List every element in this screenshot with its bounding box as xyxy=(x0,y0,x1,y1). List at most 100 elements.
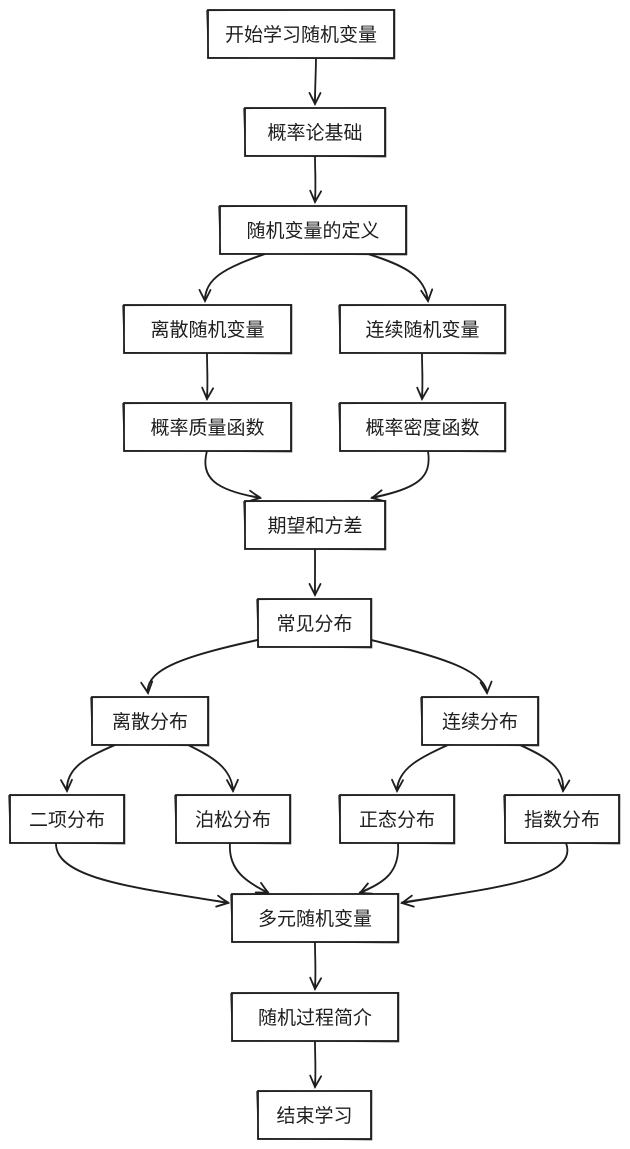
node-binomial: 二项分布 xyxy=(8,794,126,845)
edge-start-to-prob_basics xyxy=(308,56,322,107)
arrowhead-sketch xyxy=(140,681,153,694)
node-prob-basics: 概率论基础 xyxy=(243,107,387,158)
node-label: 正态分布 xyxy=(359,809,435,831)
arrowhead-sketch xyxy=(226,779,239,792)
edge-pdf-to-exp_var xyxy=(370,449,430,502)
edge-common_dist-to-continuous_dist xyxy=(370,638,493,695)
edge-exponential-to-multi_rv xyxy=(400,841,569,908)
edge-line-sketch xyxy=(420,351,424,399)
edge-line-sketch xyxy=(146,638,259,693)
edge-line-sketch xyxy=(187,743,233,791)
node-box-sketch xyxy=(256,1090,373,1141)
node-pmf: 概率质量函数 xyxy=(122,402,293,453)
edge-line-sketch xyxy=(519,743,564,791)
edge-continuous_rv-to-pdf xyxy=(416,351,429,402)
node-label: 开始学习随机变量 xyxy=(225,24,377,46)
node-stoch-proc: 随机过程简介 xyxy=(230,992,400,1043)
arrowhead-sketch xyxy=(420,289,433,302)
arrowhead-sketch xyxy=(198,289,211,302)
node-discrete-rv: 离散随机变量 xyxy=(122,304,293,355)
node-box-sketch xyxy=(122,304,293,355)
edge-discrete_rv-to-pmf xyxy=(201,351,214,402)
node-label: 离散随机变量 xyxy=(150,319,264,341)
arrowhead-sketch xyxy=(371,489,385,502)
edge-line-sketch xyxy=(395,743,449,791)
node-continuous-dist: 连续分布 xyxy=(420,696,540,747)
node-poisson: 泊松分布 xyxy=(174,794,292,845)
node-label: 结束学习 xyxy=(276,1105,352,1127)
edge-line xyxy=(204,253,266,302)
node-common-dist: 常见分布 xyxy=(256,598,373,649)
node-label: 指数分布 xyxy=(524,809,600,831)
edge-line xyxy=(396,744,449,792)
node-box-sketch xyxy=(243,107,387,158)
arrowhead-sketch xyxy=(60,779,73,792)
node-box xyxy=(175,794,291,844)
node-end: 结束学习 xyxy=(256,1090,373,1141)
node-box xyxy=(207,9,395,59)
edge-line xyxy=(147,639,259,694)
node-label: 随机过程简介 xyxy=(258,1007,372,1029)
edge-pmf-to-exp_var xyxy=(204,449,262,503)
edge-rv_def-to-continuous_rv xyxy=(367,252,434,303)
edge-line-sketch xyxy=(370,638,487,693)
arrowhead-sketch xyxy=(391,778,404,792)
arrowhead-sketch xyxy=(308,92,321,105)
edge-line-sketch xyxy=(370,449,430,498)
node-label: 期望和方差 xyxy=(267,515,362,537)
edge-multi_rv-to-stoch_proc xyxy=(309,940,322,992)
edge-line-sketch xyxy=(313,940,317,989)
node-box-sketch xyxy=(174,794,292,845)
node-box-sketch xyxy=(230,992,400,1043)
node-box xyxy=(244,500,386,550)
arrowhead-sketch xyxy=(215,895,230,907)
node-box xyxy=(339,304,506,354)
edge-discrete_dist-to-binomial xyxy=(60,743,116,794)
node-pdf: 概率密度函数 xyxy=(338,402,507,453)
node-label: 概率质量函数 xyxy=(150,417,264,439)
arrowhead-sketch xyxy=(479,681,493,694)
node-box-sketch xyxy=(230,893,400,944)
node-label: 概率密度函数 xyxy=(365,417,479,439)
node-box-sketch xyxy=(503,794,621,845)
edge-line xyxy=(66,744,116,792)
node-box-sketch xyxy=(338,304,507,355)
arrowhead-sketch xyxy=(309,976,322,990)
edge-poisson-to-multi_rv xyxy=(229,841,270,894)
edge-line-sketch xyxy=(358,841,399,893)
node-label: 概率论基础 xyxy=(267,122,362,144)
edges-layer xyxy=(55,56,571,1090)
node-label: 随机变量的定义 xyxy=(246,220,379,242)
node-label: 多元随机变量 xyxy=(258,908,372,930)
node-normal: 正态分布 xyxy=(338,794,456,845)
edge-line-sketch xyxy=(205,351,209,399)
edge-line-sketch xyxy=(400,841,568,903)
edge-line-sketch xyxy=(313,1039,317,1087)
node-label: 离散分布 xyxy=(112,711,188,733)
edge-normal-to-multi_rv xyxy=(358,841,399,895)
node-continuous-rv: 连续随机变量 xyxy=(338,304,507,355)
edge-line-sketch xyxy=(367,252,428,301)
edge-line-sketch xyxy=(65,743,116,791)
edge-line xyxy=(370,639,488,694)
edge-common_dist-to-discrete_dist xyxy=(140,638,259,695)
edge-binomial-to-multi_rv xyxy=(55,841,230,908)
node-multi-rv: 多元随机变量 xyxy=(230,893,400,944)
arrowhead-sketch xyxy=(401,894,415,908)
node-box-sketch xyxy=(420,696,540,747)
arrowhead-sketch xyxy=(255,882,270,893)
arrowhead-sketch xyxy=(247,490,262,502)
arrowhead-sketch xyxy=(416,386,429,400)
edge-continuous_dist-to-exponential xyxy=(519,743,571,794)
arrowhead-sketch xyxy=(308,583,321,596)
node-exp-var: 期望和方差 xyxy=(243,500,387,551)
node-box-sketch xyxy=(338,794,456,845)
node-box-sketch xyxy=(218,205,408,256)
edge-discrete_dist-to-poisson xyxy=(187,743,239,794)
edge-line-sketch xyxy=(55,841,228,903)
node-box xyxy=(257,1090,372,1140)
node-discrete-dist: 离散分布 xyxy=(90,696,210,747)
node-label: 连续随机变量 xyxy=(365,319,479,341)
node-rv-def: 随机变量的定义 xyxy=(218,205,408,256)
arrowhead-sketch xyxy=(309,1074,322,1088)
